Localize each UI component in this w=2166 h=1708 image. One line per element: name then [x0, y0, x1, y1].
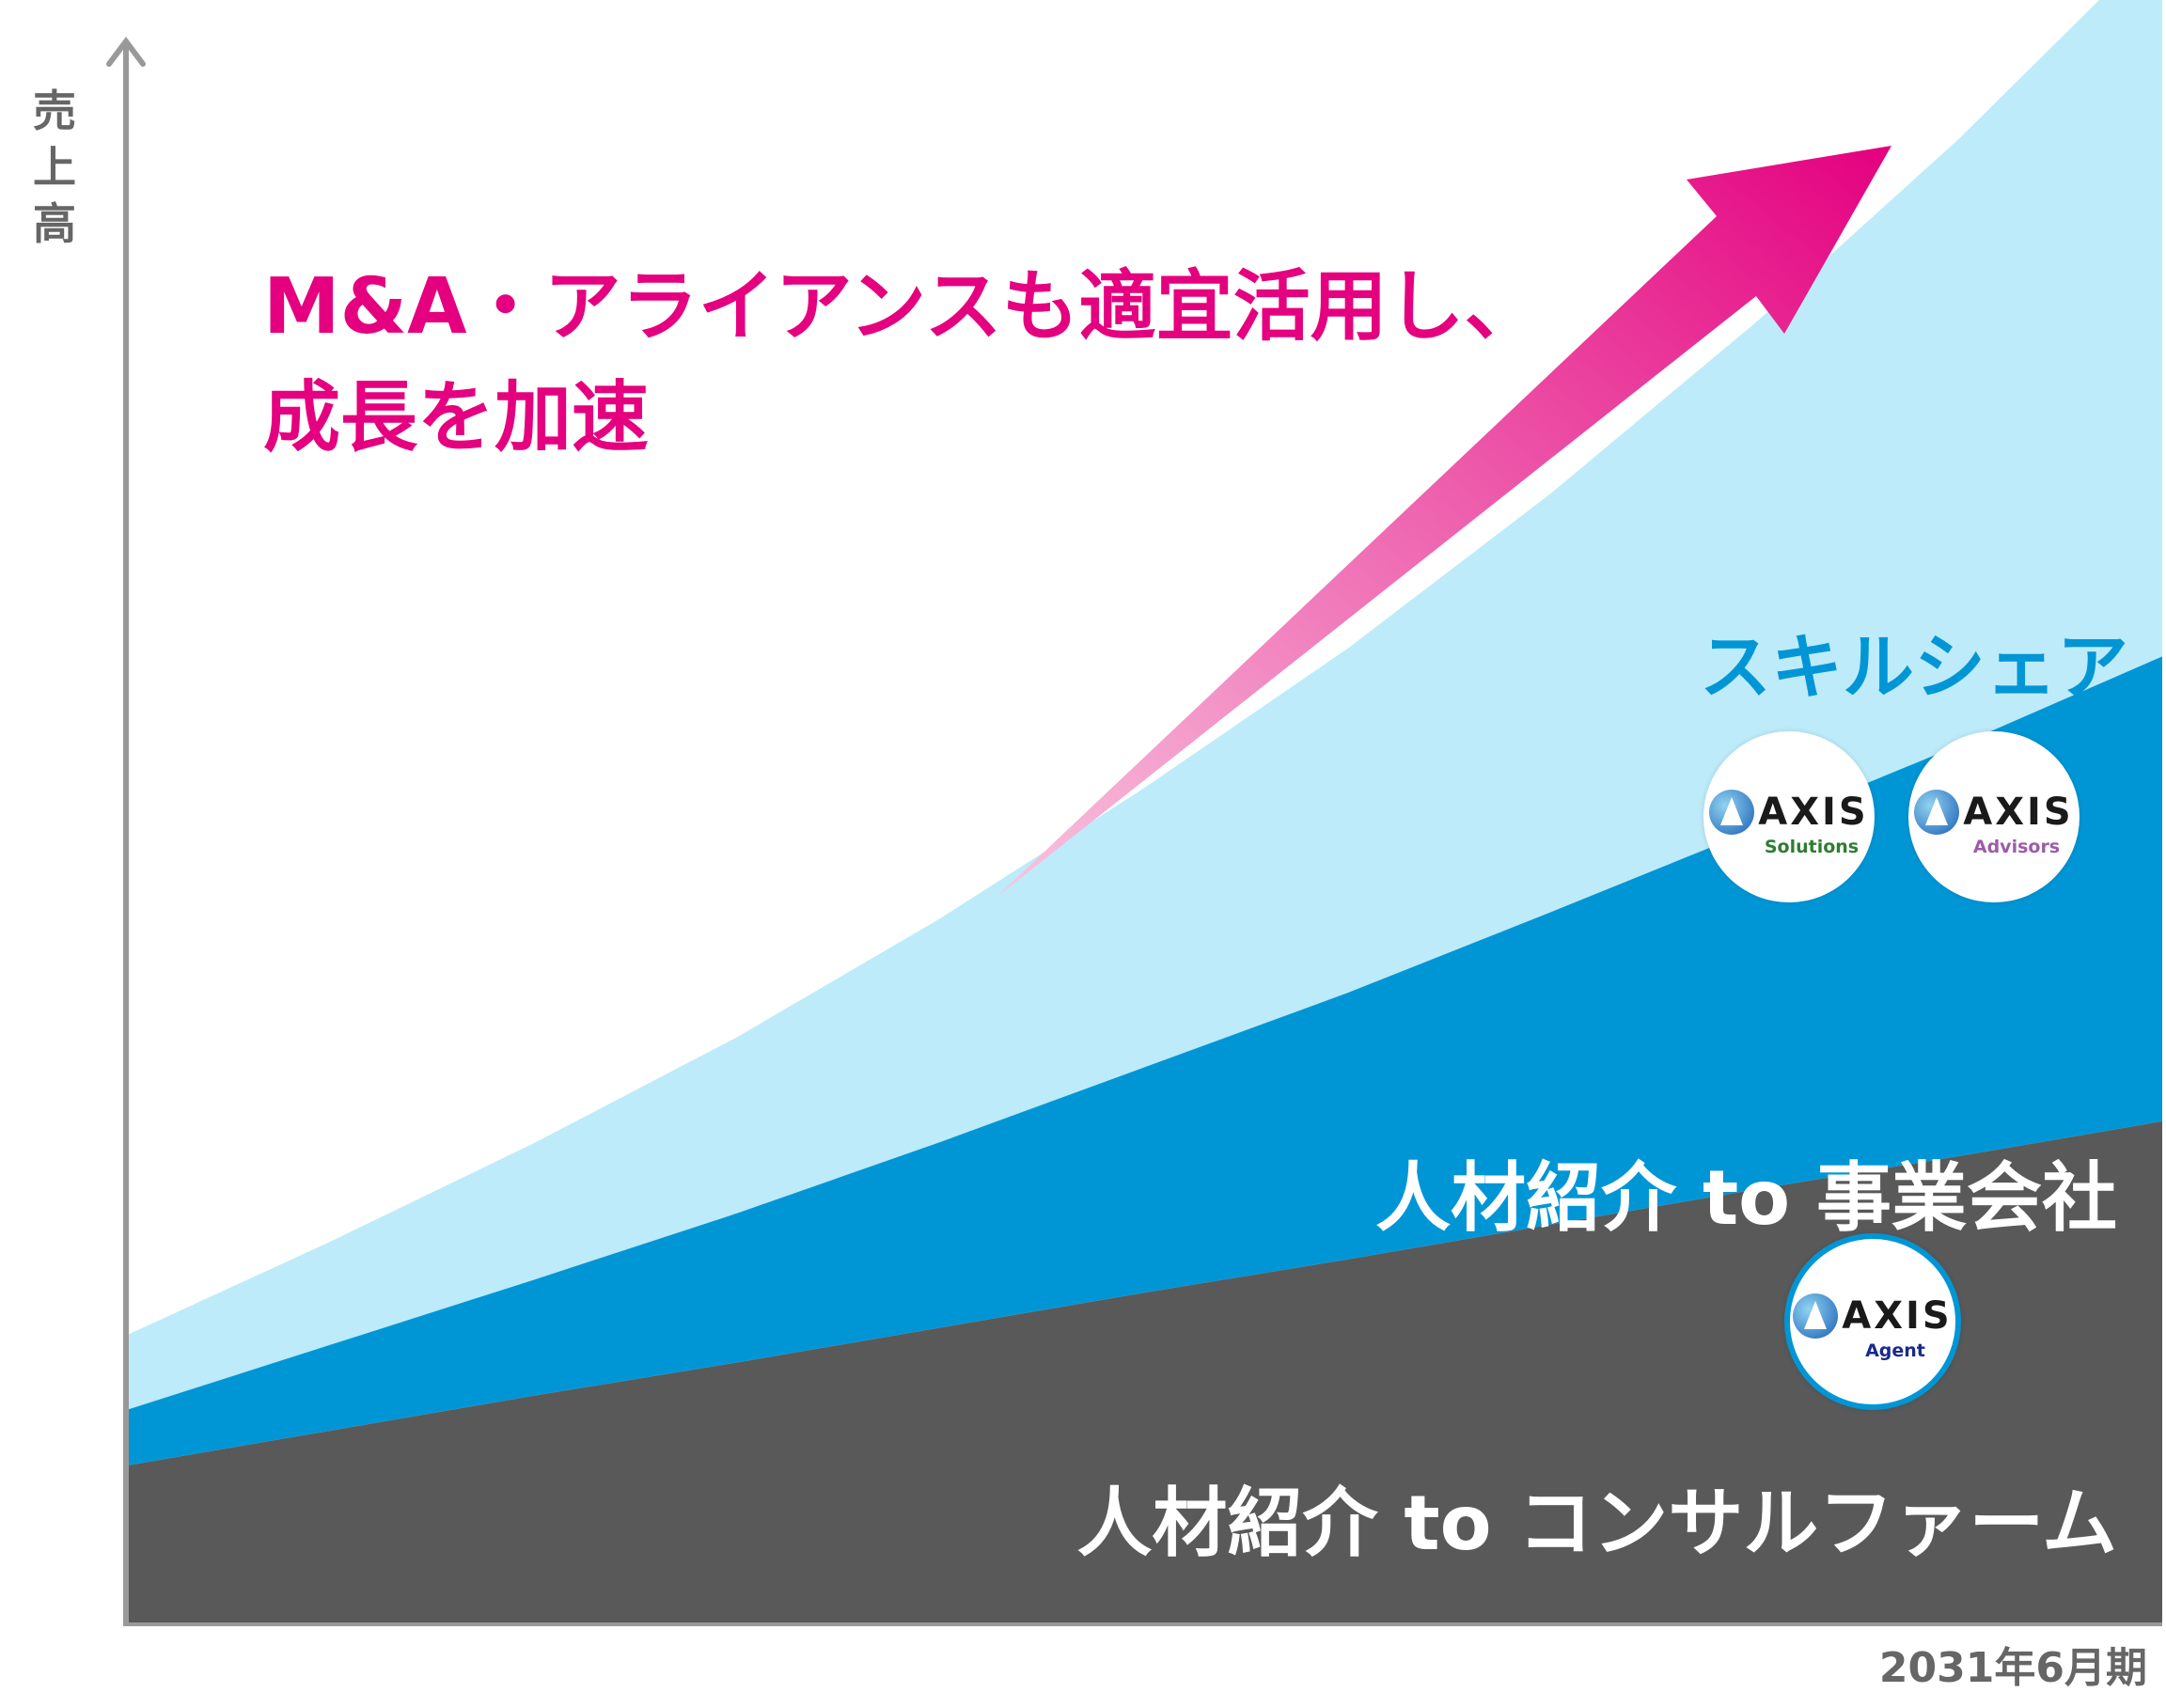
growth-annotation: M&A・アライアンスも適宜活用し、 成長を加速	[263, 262, 1542, 462]
y-axis-arrowhead	[106, 37, 146, 67]
series-label-corporate: 人材紹介 to 事業会社	[1375, 1154, 2117, 1242]
stacked-areas	[126, 0, 2162, 1624]
logo-axis-agent: AXIS Agent	[1784, 1233, 1961, 1410]
axes	[106, 37, 2162, 1626]
axis-logo-icon	[1793, 1293, 1839, 1339]
logo-wordmark: AXIS	[1963, 791, 2074, 834]
logo-wordmark: AXIS	[1842, 1294, 1953, 1338]
area-series-1	[126, 656, 2162, 1466]
y-axis-label: 売 上 高	[33, 86, 76, 249]
axis-logo-icon	[1709, 790, 1755, 835]
x-axis-label: 2031年6月期	[1878, 1644, 2147, 1692]
logo-axis-solutions: AXIS Solutions	[1703, 731, 1875, 902]
logo-wordmark: AXIS	[1758, 791, 1869, 834]
area-series-0	[126, 1120, 2162, 1624]
logo-subtitle: Solutions	[1764, 837, 1860, 857]
growth-arrow	[995, 146, 1891, 899]
logo-subtitle: Advisors	[1972, 837, 2061, 857]
logo-subtitle: Agent	[1865, 1340, 1925, 1361]
logo-axis-advisors: AXIS Advisors	[1908, 731, 2080, 902]
axis-logo-icon	[1914, 790, 1960, 835]
series-label-consulting: 人材紹介 to コンサルファーム	[1076, 1480, 2117, 1567]
series-label-skill-share: スキルシェア	[1700, 625, 2128, 709]
area-series-2	[126, 0, 2162, 1411]
